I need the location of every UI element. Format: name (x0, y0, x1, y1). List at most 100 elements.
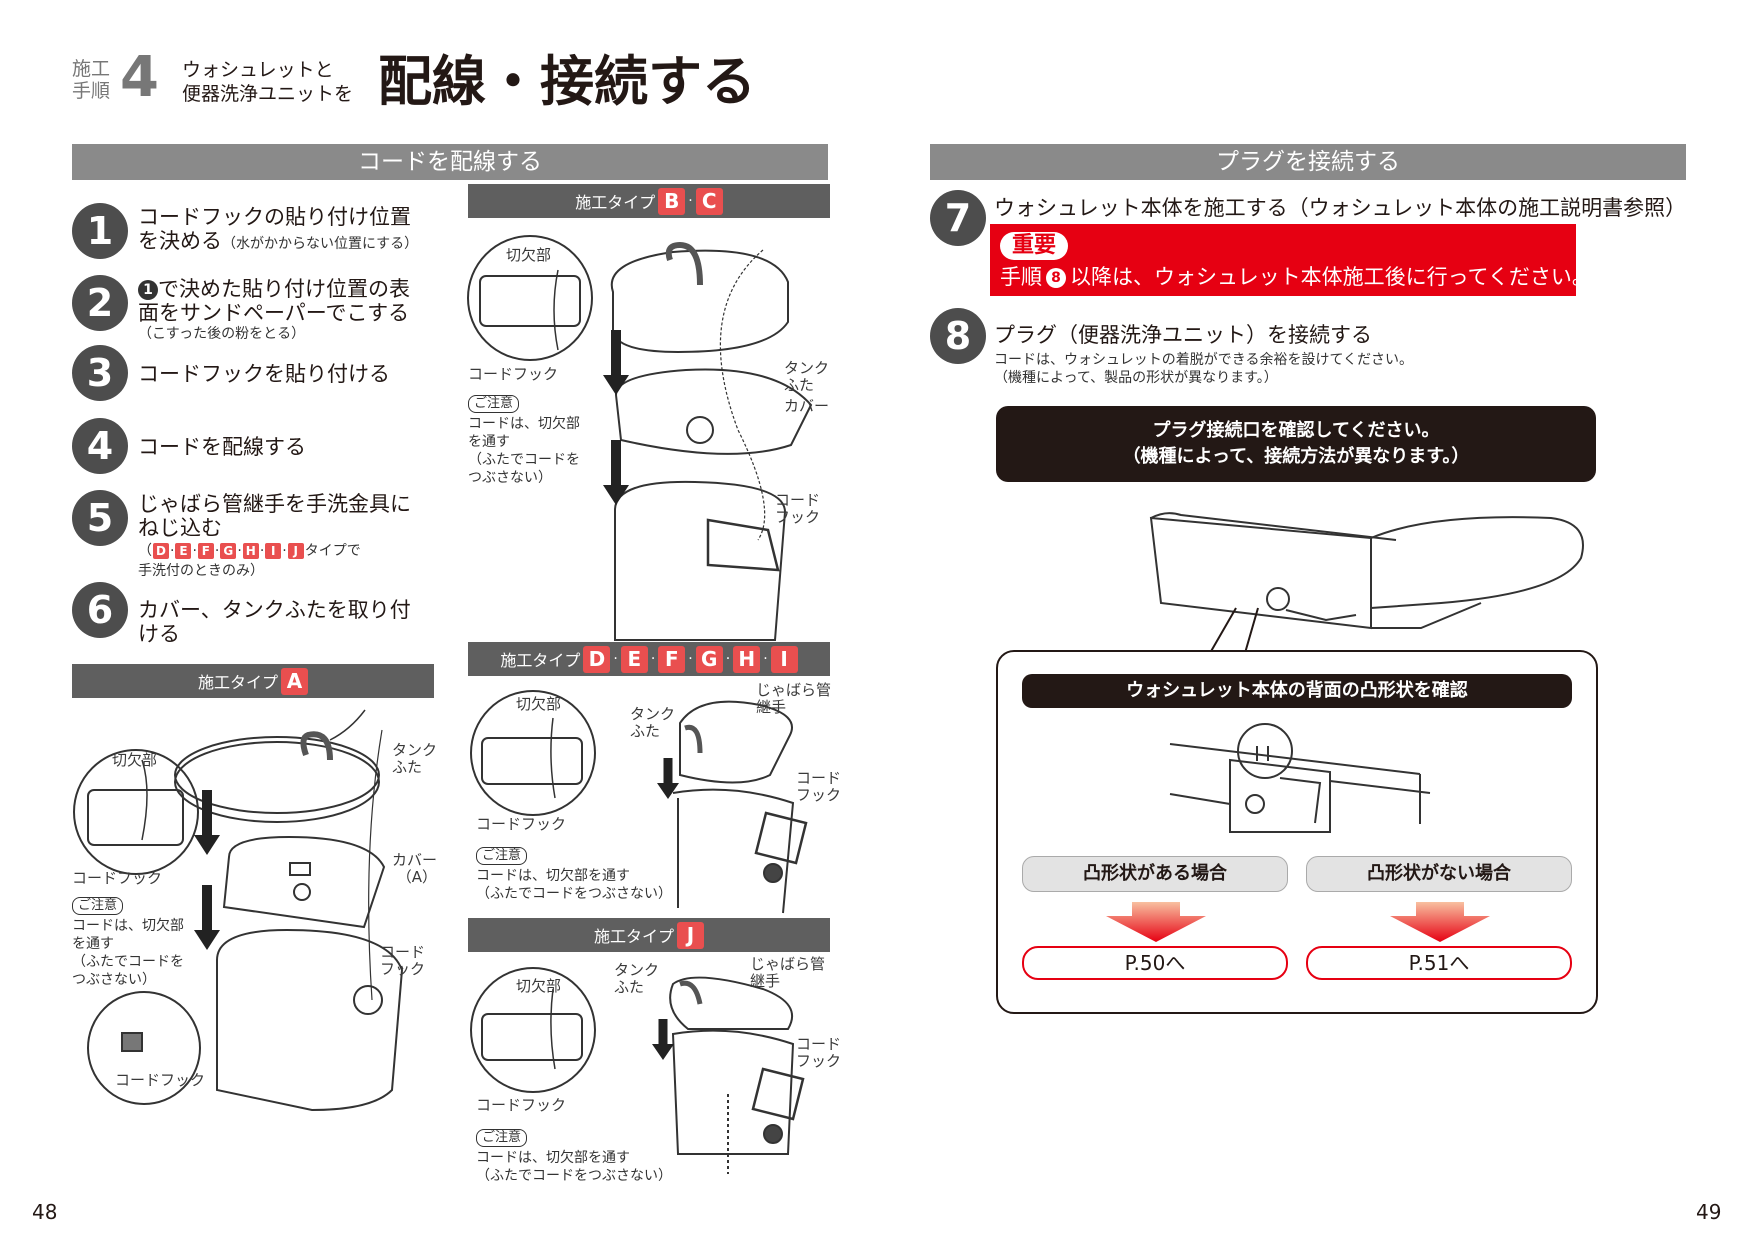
caution-badge: ご注意 (476, 847, 528, 865)
type-dh-hook-label: コードフック (476, 815, 567, 833)
page-number-left: 48 (32, 1200, 58, 1224)
plug-check-box: プラグ接続口を確認してください。 （機種によって、接続方法が異なります。） (996, 406, 1596, 482)
type-dh-code-hook-label: コード フック (796, 769, 842, 804)
plug-check-line1: プラグ接続口を確認してください。 (1152, 420, 1440, 441)
type-tag-j: J (287, 543, 304, 559)
type-a-cover-label: カバー （A） (392, 851, 438, 886)
step-6-line2: ける (138, 622, 180, 646)
header-seko-label: 施工 手順 (72, 58, 110, 102)
type-a-hook-label: コードフック (72, 869, 163, 887)
page-title: 配線・接続する (378, 50, 756, 113)
step-text-8: プラグ（便器洗浄ユニット）を接続する (994, 323, 1372, 347)
type-letter-g: G (695, 645, 723, 673)
type-dh-label: 施工タイプ (500, 651, 581, 670)
step-number-1: 1 (72, 203, 128, 259)
step-2-line1: で決めた貼り付け位置の表 (158, 277, 410, 301)
type-j-caution: ご注意 コードは、切欠部を通す （ふたでコードをつぶさない） (476, 1128, 672, 1185)
seko-line1: 施工 (72, 58, 111, 80)
type-dh-illustration (470, 690, 808, 914)
step-2-line2: 面をサンドペーパーでこする (138, 301, 410, 325)
caution-badge: ご注意 (468, 395, 520, 413)
type-bc-caution: ご注意 コードは、切欠部 を通す （ふたでコードを つぶさない） (468, 394, 580, 487)
type-bc-hook-label: コードフック (468, 365, 559, 383)
type-letter-h: H (733, 645, 761, 673)
page-ref-p51-link[interactable]: P.51へ (1306, 946, 1572, 980)
type-a-header: 施工タイプ A (72, 664, 434, 698)
seko-line2: 手順 (72, 80, 111, 102)
important-step-ref: 8 (1046, 268, 1066, 288)
type-tag-e: E (175, 543, 192, 559)
type-a-code-hook-label: コード フック (380, 943, 426, 978)
step-1-line2: を決める (138, 229, 222, 253)
type-bc-separator: · (688, 193, 693, 209)
type-a-hook3-label: コードフック (115, 1071, 206, 1089)
step-5-note2: 手洗付のときのみ） (138, 563, 264, 579)
step-6-line1: カバー、タンクふたを取り付 (138, 598, 411, 622)
type-dh-separator: · (650, 651, 656, 667)
step-8-note2: （機種によって、製品の形状が異なります。） (994, 370, 1278, 386)
step-number-4: 4 (72, 418, 128, 474)
type-tag-d: D (153, 543, 169, 559)
section-header-cord: コードを配線する (72, 144, 828, 180)
important-post: 以降は、ウォシュレット本体施工後に行ってください。 (1070, 265, 1593, 289)
check-label: ウォシュレット本体の背面の凸形状を確認 (1022, 674, 1572, 708)
step-number-6: 6 (72, 582, 128, 638)
type-a-caution: ご注意 コードは、切欠部 を通す （ふたでコードを つぶさない） (72, 896, 184, 989)
type-bc-cover-label: カバー (784, 397, 830, 415)
step-1-line1: コードフックの貼り付け位置 (138, 205, 411, 229)
step-5-line2: ねじ込む (138, 516, 222, 540)
step-1-note: （水がかからない位置にする） (222, 236, 419, 252)
arrow-down-icon (1106, 902, 1206, 942)
type-dh-separator: · (613, 651, 618, 667)
type-tag-f: F (197, 543, 214, 559)
step-8-note: コードは、ウォシュレットの着脱ができる余裕を設けてください。 （機種によって、製… (994, 351, 1413, 387)
page-number-right: 49 (1696, 1200, 1722, 1224)
section-header-plug: プラグを接続する (930, 144, 1686, 180)
type-j-code-hook-label: コード フック (796, 1035, 842, 1070)
step-5-note-pre: （ (138, 543, 152, 559)
type-tag-i: I (265, 543, 282, 559)
type-j-caution-text: コードは、切欠部を通す （ふたでコードをつぶさない） (476, 1150, 672, 1184)
step-2-note: （こすった後の粉をとる） (138, 326, 306, 342)
type-bc-tank-lid-label: タンク ふた (784, 359, 830, 394)
header-step-number: 4 (120, 45, 159, 110)
plug-check-line2: （機種によって、接続方法が異なります。） (1122, 446, 1470, 467)
type-letter-b: B (658, 187, 686, 215)
header-sub-line1: ウォシュレットと (182, 59, 334, 81)
important-pre: 手順 (1000, 265, 1042, 289)
case-yes-label: 凸形状がある場合 (1022, 856, 1288, 892)
step-number-3: 3 (72, 345, 128, 401)
step-5-line1: じゃばら管継手を手洗金具に (138, 492, 411, 516)
type-letter-d: D (583, 645, 611, 673)
step-5-note-post: タイプで (304, 543, 361, 559)
step-number-7: 7 (930, 190, 986, 246)
type-j-illustration (470, 967, 805, 1174)
type-a-illustration (73, 709, 404, 1112)
type-dh-caution-text: コードは、切欠部を通す （ふたでコードをつぶさない） (476, 868, 672, 902)
type-bc-label: 施工タイプ (575, 193, 656, 212)
step-text-4: コードを配線する (138, 435, 306, 459)
step-text-3: コードフックを貼り付ける (138, 362, 390, 386)
important-badge: 重要 (1000, 232, 1069, 260)
type-dh-tank-lid-label: タンク ふた (630, 705, 676, 740)
type-letter-c: C (695, 187, 723, 215)
type-a-tank-lid-label: タンク ふた (392, 741, 438, 776)
step-number-5: 5 (72, 490, 128, 546)
caution-badge: ご注意 (476, 1129, 528, 1147)
type-dh-separator: · (763, 651, 768, 667)
washlet-illustration (1149, 512, 1584, 661)
type-j-label: 施工タイプ (593, 927, 674, 946)
page-ref-p50-link[interactable]: P.50へ (1022, 946, 1288, 980)
type-letter-i: I (770, 645, 798, 673)
protrusion-detail-illustration (1169, 723, 1431, 833)
type-j-kiri-label: 切欠部 (516, 977, 562, 995)
header-sub-line2: 便器洗浄ユニットを (182, 83, 354, 105)
type-j-tank-lid-label: タンク ふた (614, 961, 660, 996)
type-letter-e: E (620, 645, 648, 673)
step-ref-bullet: 1 (138, 280, 158, 300)
